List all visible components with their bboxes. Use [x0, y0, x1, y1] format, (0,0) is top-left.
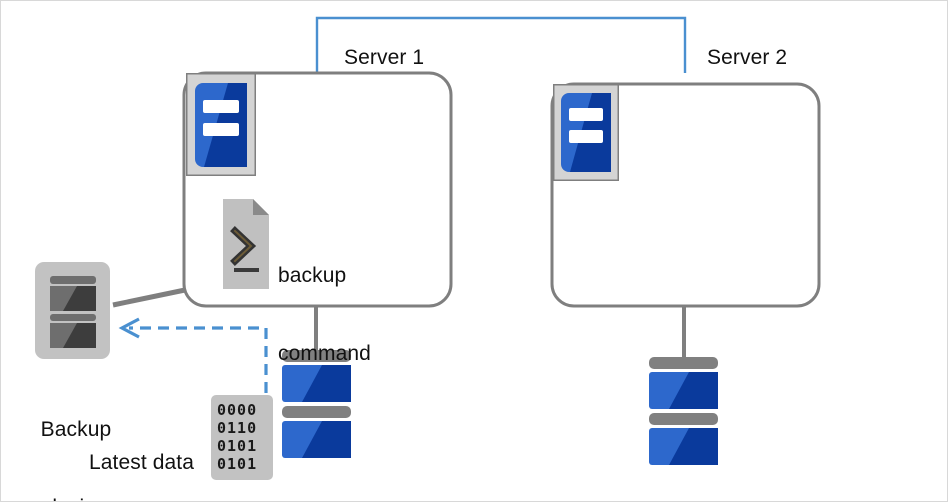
backup-device-link: [112, 287, 186, 308]
server1-label: Server 1: [344, 46, 425, 69]
binary-data-icon: [211, 395, 273, 480]
backup-device-line1: Backup: [40, 418, 112, 441]
backup-command-label: backup command: [278, 211, 371, 419]
server-cluster-link: [315, 16, 687, 73]
binary-row: 0000: [217, 401, 257, 419]
server-icon: [553, 84, 619, 181]
backup-command-line2: command: [278, 342, 371, 365]
storage-disk-icon: [649, 357, 718, 465]
binary-data-digits: 0000 0110 0101 0101: [217, 401, 257, 473]
binary-row: 0101: [217, 455, 257, 473]
latest-data-label: Latest data: [89, 451, 195, 474]
server2-label: Server 2: [707, 46, 788, 69]
script-file-icon: [223, 199, 269, 289]
backup-device-icon[interactable]: [35, 262, 110, 359]
backup-command-line1: backup: [278, 264, 347, 287]
backup-data-flow-arrow: [118, 317, 268, 393]
binary-row: 0110: [217, 419, 257, 437]
binary-row: 0101: [217, 437, 257, 455]
storage-disk-icon: [282, 350, 351, 458]
backup-device-line2: device: [16, 495, 136, 501]
server-icon: [186, 73, 256, 176]
backup-device-label: Backup device: [16, 365, 136, 501]
